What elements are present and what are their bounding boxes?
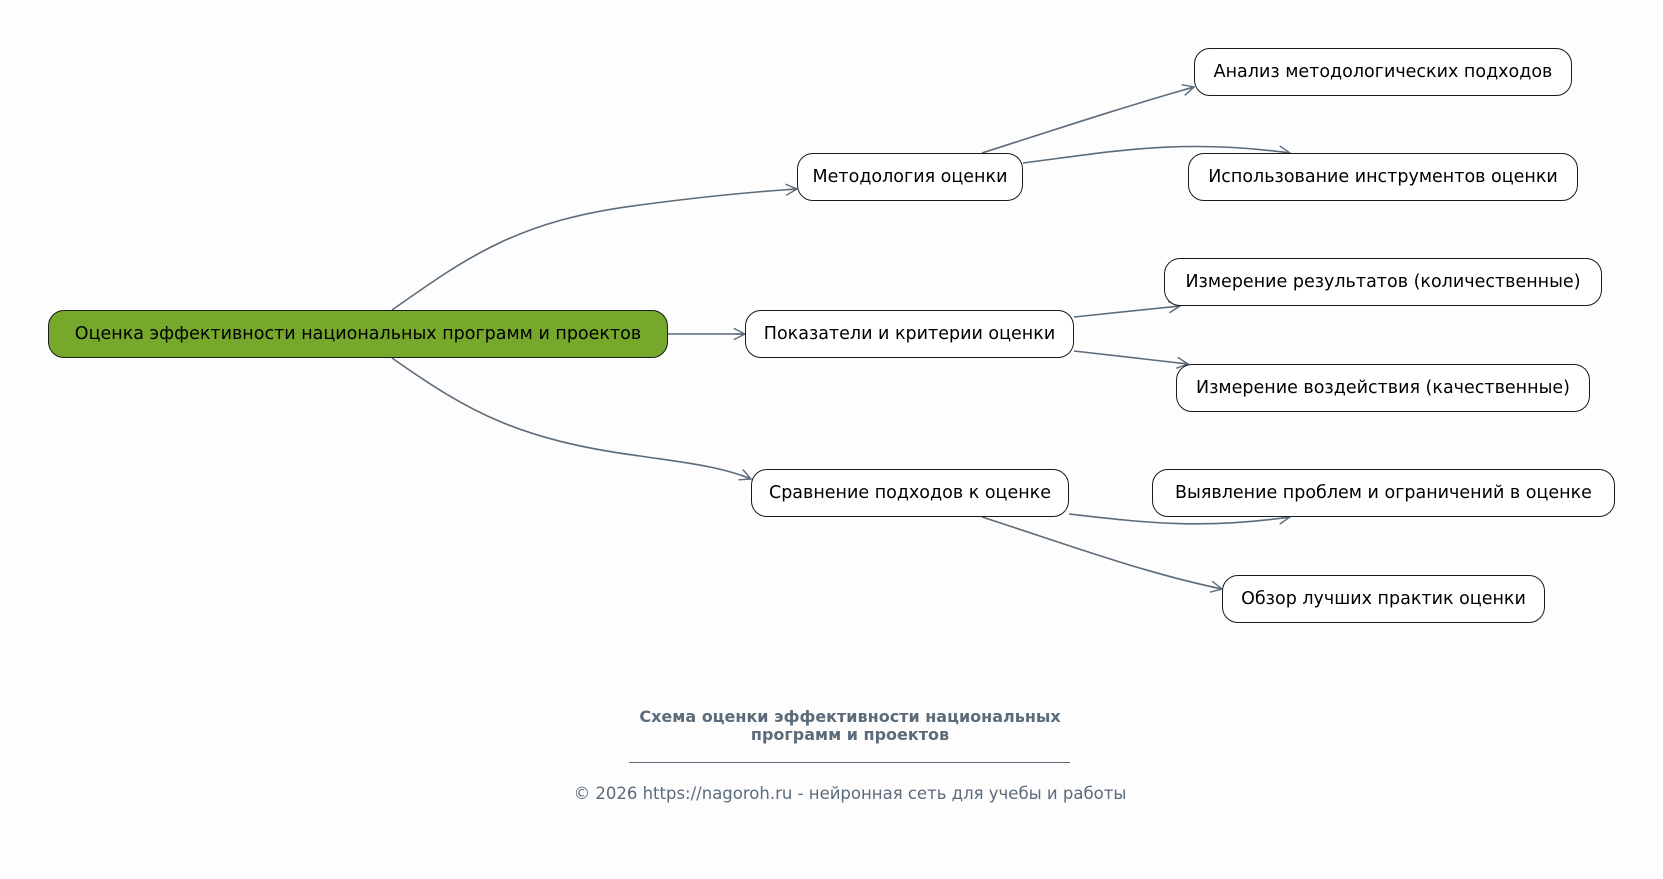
- edge-indicators-qualitative: [1073, 350, 1188, 364]
- branch-node-comparison[interactable]: Сравнение подходов к оценке: [751, 469, 1069, 517]
- edge-indicators-quantitative: [1073, 306, 1180, 318]
- branch-node-indicators[interactable]: Показатели и критерии оценки: [745, 310, 1074, 358]
- leaf-node-label: Обзор лучших практик оценки: [1241, 589, 1526, 609]
- diagram-title-line1: Схема оценки эффективности национальных: [639, 707, 1061, 726]
- leaf-node-label: Выявление проблем и ограничений в оценке: [1175, 483, 1592, 503]
- diagram-title-line2: программ и проектов: [750, 725, 950, 744]
- root-node-label: Оценка эффективности национальных програ…: [74, 324, 642, 344]
- leaf-node-quantitative[interactable]: Измерение результатов (количественные): [1164, 258, 1602, 306]
- edge-comparison-problems: [1068, 514, 1290, 524]
- edge-root-methodology: [391, 189, 797, 311]
- caption-divider: [629, 762, 1070, 763]
- leaf-node-problems[interactable]: Выявление проблем и ограничений в оценке: [1152, 469, 1615, 517]
- root-node[interactable]: Оценка эффективности национальных програ…: [48, 310, 668, 358]
- leaf-node-label: Анализ методологических подходов: [1213, 62, 1553, 82]
- edge-methodology-tools: [1022, 146, 1290, 164]
- leaf-node-label: Использование инструментов оценки: [1208, 167, 1558, 187]
- leaf-node-best-practices[interactable]: Обзор лучших практик оценки: [1222, 575, 1545, 623]
- leaf-node-label: Измерение воздействия (качественные): [1196, 378, 1570, 398]
- edge-root-comparison: [391, 357, 751, 479]
- leaf-node-qualitative[interactable]: Измерение воздействия (качественные): [1176, 364, 1590, 412]
- branch-node-methodology[interactable]: Методология оценки: [797, 153, 1023, 201]
- leaf-node-analysis[interactable]: Анализ методологических подходов: [1194, 48, 1572, 96]
- branch-node-label: Показатели и критерии оценки: [763, 324, 1056, 344]
- branch-node-label: Методология оценки: [812, 167, 1008, 187]
- diagram-title: Схема оценки эффективности национальных …: [0, 708, 1663, 744]
- leaf-node-tools[interactable]: Использование инструментов оценки: [1188, 153, 1578, 201]
- edge-methodology-analysis: [981, 87, 1194, 154]
- branch-node-label: Сравнение подходов к оценке: [768, 483, 1051, 503]
- footer-copyright: © 2026 https://nagoroh.ru - нейронная се…: [573, 784, 1127, 803]
- edge-comparison-best-practices: [981, 516, 1222, 589]
- leaf-node-label: Измерение результатов (количественные): [1185, 272, 1581, 292]
